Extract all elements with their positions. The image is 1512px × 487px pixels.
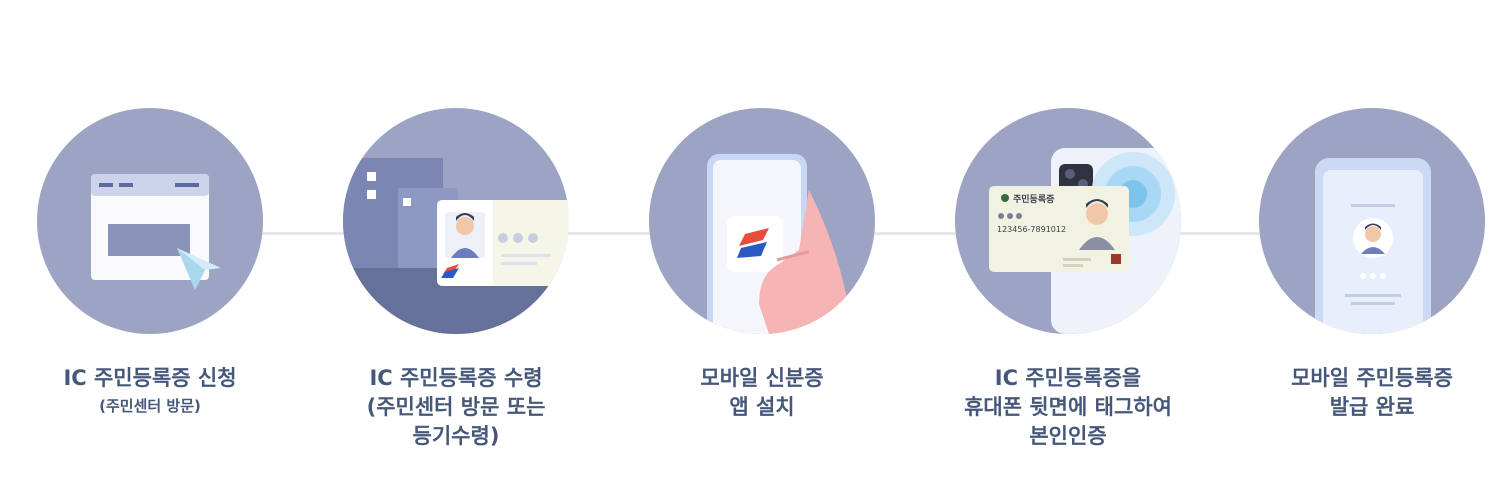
id-card-pickup-icon [343, 108, 569, 334]
step-1-label: IC 주민등록증 신청 (주민센터 방문) [63, 366, 237, 415]
step-2: IC 주민등록증 수령 (주민센터 방문 또는 등기수령) [343, 108, 569, 451]
card-number: 123456-7891012 [997, 225, 1066, 234]
nfc-tag-icon: 주민등록증 123456-7891012 [955, 108, 1181, 334]
step-5: 모바일 주민등록증 발급 완료 [1259, 108, 1485, 422]
step-3-label: 모바일 신분증 앱 설치 [700, 366, 824, 419]
step-4-label: IC 주민등록증을 휴대폰 뒷면에 태그하여 본인인증 [964, 366, 1172, 448]
step-3: 모바일 신분증 앱 설치 [649, 108, 875, 422]
step-4: 주민등록증 123456-7891012 IC 주민등록증을 휴대폰 뒷면에 태… [955, 108, 1181, 451]
card-title: 주민등록증 [1013, 193, 1054, 205]
step-5-label: 모바일 주민등록증 발급 완료 [1291, 366, 1453, 419]
application-window-icon [37, 108, 263, 334]
mobile-app-install-icon [649, 108, 875, 334]
step-1: IC 주민등록증 신청 (주민센터 방문) [37, 108, 263, 419]
step-2-label: IC 주민등록증 수령 (주민센터 방문 또는 등기수령) [366, 366, 546, 448]
mobile-id-complete-icon [1259, 108, 1485, 334]
